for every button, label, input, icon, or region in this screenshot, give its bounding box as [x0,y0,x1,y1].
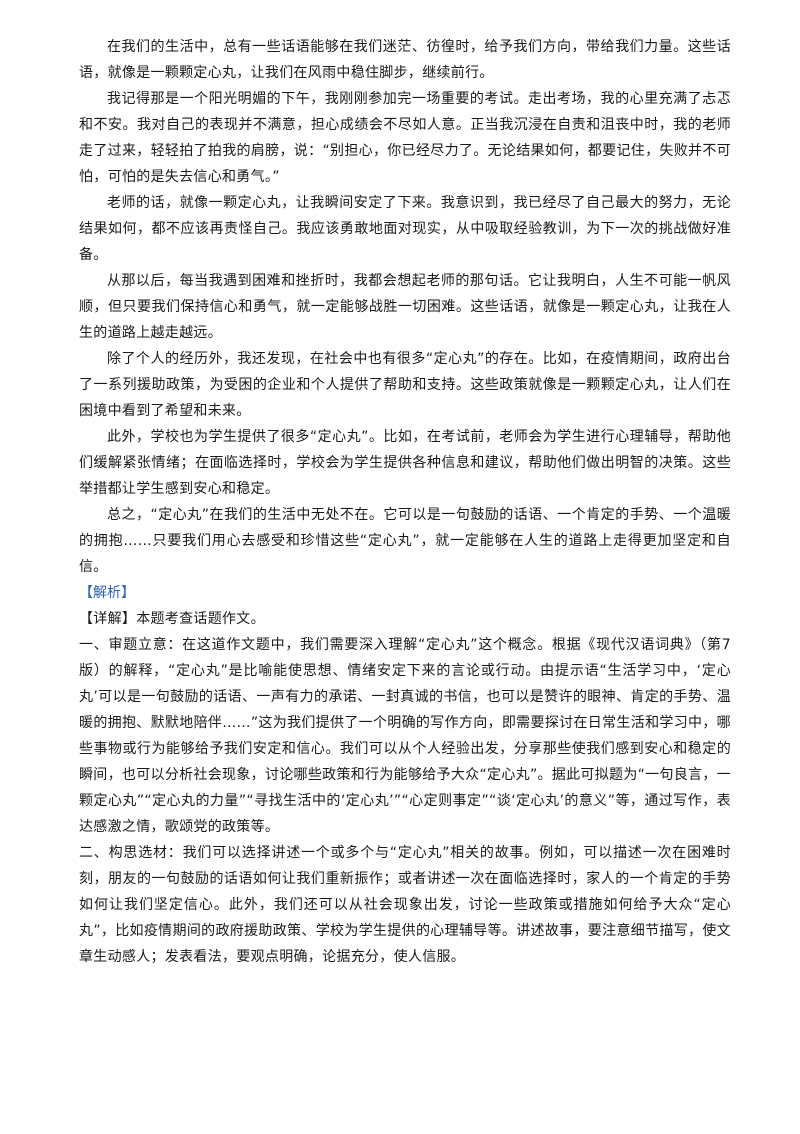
essay-paragraph-3: 老师的话，就像一颗定心丸，让我瞬间安定了下来。我意识到，我已经尽了自己最大的努力… [79,195,731,263]
document-page: 在我们的生活中，总有一些话语能够在我们迷茫、彷徨时，给予我们方向，带给我们力量。… [79,34,731,970]
essay-paragraph-1: 在我们的生活中，总有一些话语能够在我们迷茫、彷徨时，给予我们方向，带给我们力量。… [79,39,731,81]
essay-paragraph-4: 从那以后，每当我遇到困难和挫折时，我都会想起老师的那句话。它让我明白，人生不可能… [79,273,731,341]
analysis-section: 【解析】 【详解】本题考查话题作文。 一、审题立意：在这道作文题中，我们需要深入… [79,580,731,970]
detail-text: 本题考查话题作文。 [136,611,265,627]
analysis-paragraph-2: 二、构思选材：我们可以选择讲述一个或多个与“定心丸”相关的故事。例如，可以描述一… [79,845,731,965]
detail-line: 【详解】本题考查话题作文。 [79,606,731,632]
analysis-paragraph-1: 一、审题立意：在这道作文题中，我们需要深入理解“定心丸”这个概念。根据《现代汉语… [79,637,731,835]
essay-body: 在我们的生活中，总有一些话语能够在我们迷茫、彷徨时，给予我们方向，带给我们力量。… [79,34,731,580]
essay-paragraph-5: 除了个人的经历外，我还发现，在社会中也有很多“定心丸”的存在。比如，在疫情期间，… [79,351,731,419]
analysis-heading: 【解析】 [79,585,135,601]
essay-paragraph-6: 此外，学校也为学生提供了很多“定心丸”。比如，在考试前，老师会为学生进行心理辅导… [79,429,731,497]
detail-label: 【详解】 [79,611,137,627]
essay-paragraph-7: 总之，“定心丸”在我们的生活中无处不在。它可以是一句鼓励的话语、一个肯定的手势、… [79,507,731,575]
essay-paragraph-2: 我记得那是一个阳光明媚的下午，我刚刚参加完一场重要的考试。走出考场，我的心里充满… [79,91,731,185]
